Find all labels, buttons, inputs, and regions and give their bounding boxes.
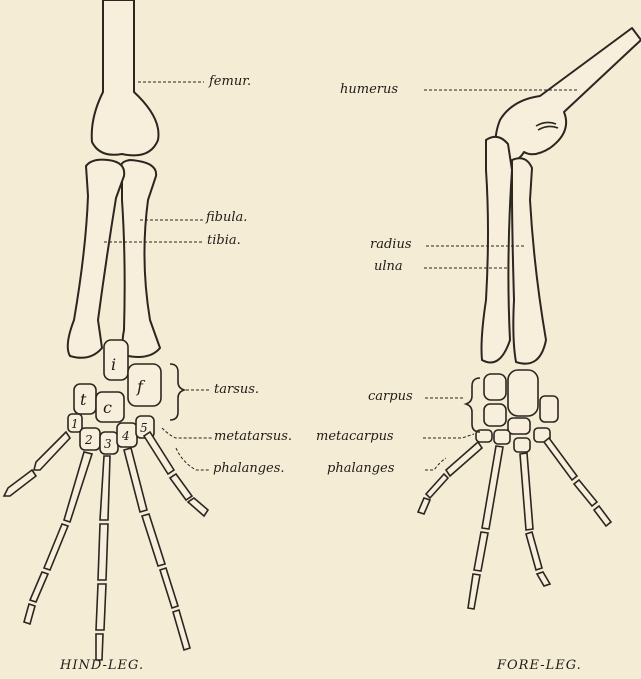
- carpal-bone: [508, 418, 530, 434]
- carpal-bone: [484, 374, 506, 400]
- femur-label: femur.: [209, 75, 251, 89]
- tibia-label: tibia.: [207, 234, 241, 248]
- tarsal-number-3: 3: [104, 437, 112, 451]
- tarsal-letter-t: t: [80, 390, 87, 409]
- tarsal-fibulare: [128, 364, 161, 406]
- tibia-bone: [68, 160, 124, 358]
- tarsal-number-4: 4: [121, 429, 130, 443]
- ulna-label: ulna: [374, 260, 403, 274]
- carpal-bone: [484, 404, 506, 426]
- hind-leg-toes: [4, 432, 208, 660]
- fibula-bone: [121, 160, 160, 357]
- carpus-brace: [466, 378, 480, 432]
- tarsus-label: tarsus.: [214, 383, 259, 397]
- phalanges-label-hind: phalanges.: [213, 462, 285, 476]
- carpal-bone: [508, 370, 538, 416]
- carpal-bone: [494, 430, 510, 444]
- metacarpus-label: metacarpus: [316, 430, 394, 444]
- fibula-label: fibula.: [206, 211, 247, 225]
- tarsal-number-1: 1: [71, 417, 79, 431]
- humerus-label: humerus: [340, 83, 398, 97]
- tarsal-number-5: 5: [140, 421, 148, 435]
- tarsal-letter-c: c: [103, 398, 112, 417]
- metatarsus-label: metatarsus.: [214, 430, 292, 444]
- fore-leg-drawing: [418, 28, 641, 609]
- fore-leg-fingers: [418, 438, 611, 609]
- carpus-label: carpus: [368, 390, 413, 404]
- humerus-bone: [495, 28, 641, 162]
- tarsal-number-2: 2: [84, 433, 93, 447]
- radius-label: radius: [370, 238, 412, 252]
- carpal-bone: [540, 396, 558, 422]
- carpal-bone: [514, 438, 530, 452]
- tarsus-brace: [170, 364, 184, 420]
- hind-leg-drawing: i f t c 1 2 3 4 5: [4, 0, 212, 660]
- ulna-bone: [512, 158, 546, 363]
- femur-bone: [92, 0, 159, 155]
- fore-leg-caption: FORE-LEG.: [497, 658, 582, 673]
- phalanges-label-fore: phalanges: [327, 462, 394, 476]
- radius-bone: [482, 137, 513, 363]
- tarsal-letter-i: i: [111, 355, 116, 374]
- hind-leg-caption: HIND-LEG.: [60, 658, 144, 673]
